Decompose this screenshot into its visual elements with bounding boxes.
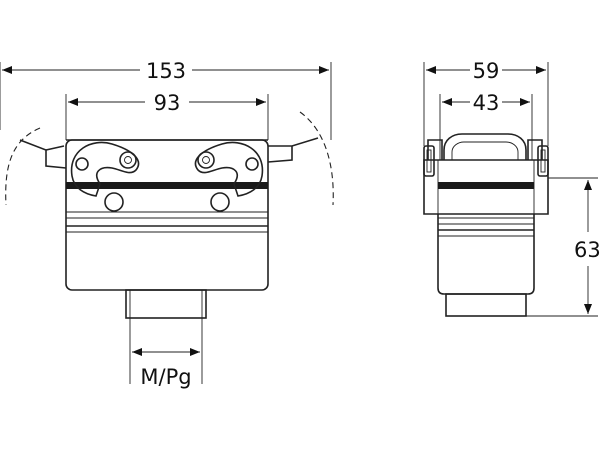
left-lever-tail xyxy=(19,139,67,169)
dim-153-label: 153 xyxy=(146,59,186,83)
right-lever-tail-lower xyxy=(267,146,293,163)
side-clip-left xyxy=(423,145,435,177)
side-handle xyxy=(443,133,527,160)
side-dimensions: 59 43 63 xyxy=(423,59,600,317)
side-body xyxy=(437,214,535,295)
right-pivot xyxy=(197,151,215,169)
right-lever-tail xyxy=(268,137,319,147)
dim-93-label: 93 xyxy=(154,91,181,115)
front-view xyxy=(5,111,334,319)
dim-mpg-label: M/Pg xyxy=(140,365,191,389)
side-black-band xyxy=(438,182,534,189)
side-clip-right xyxy=(537,145,549,177)
side-clip-left-slot xyxy=(426,149,432,173)
side-handle-inner xyxy=(451,141,519,160)
lever-swing-arc-right xyxy=(299,111,334,206)
dim-43-label: 43 xyxy=(473,91,500,115)
left-pivot-hole xyxy=(124,156,132,164)
right-locking-peg xyxy=(210,192,230,212)
front-black-band xyxy=(66,182,268,189)
left-screw xyxy=(75,157,89,171)
lever-swing-arc-left xyxy=(5,127,41,206)
side-frame xyxy=(423,159,549,215)
right-screw xyxy=(245,157,259,171)
left-lever-tail-inner xyxy=(45,145,65,151)
right-pivot-hole xyxy=(202,156,210,164)
dim-63-label: 63 xyxy=(574,238,600,262)
left-locking-peg xyxy=(104,192,124,212)
housing-body xyxy=(65,139,269,291)
cable-entry xyxy=(125,289,207,319)
side-clip-right-slot xyxy=(540,149,546,173)
dim-59-label: 59 xyxy=(473,59,500,83)
front-dimensions: 153 93 M/Pg xyxy=(0,59,332,389)
side-view xyxy=(423,133,549,317)
right-lever-hook xyxy=(194,141,264,197)
left-lever-hook xyxy=(70,141,140,197)
side-cable-entry xyxy=(445,293,527,317)
left-pivot xyxy=(119,151,137,169)
